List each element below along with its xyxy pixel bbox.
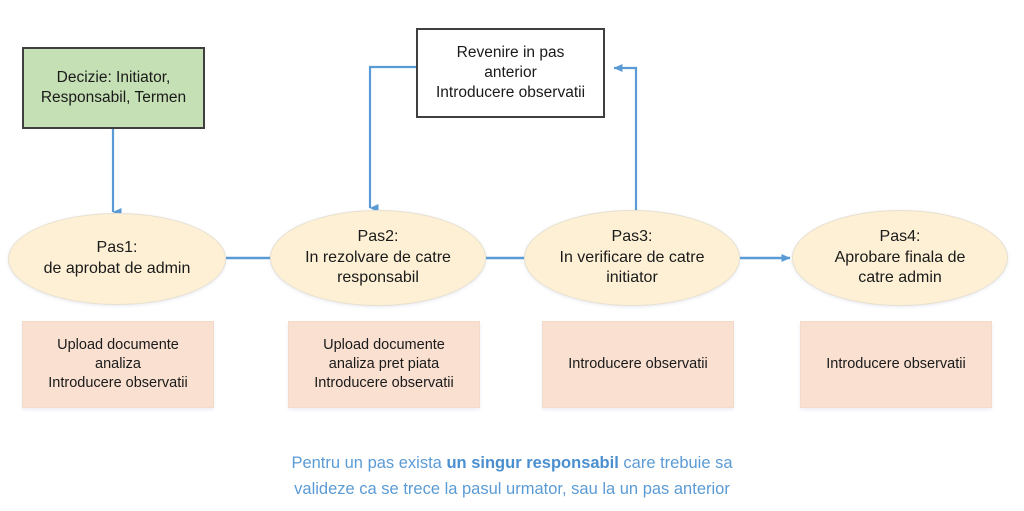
step-node-pas3[interactable]: Pas3: In verificare de catre initiator (524, 210, 740, 306)
step-node-pas4[interactable]: Pas4: Aprobare finala de catre admin (792, 210, 1008, 306)
caption-line-1-bold: un singur responsabil (446, 454, 619, 472)
step-label-pas4: Pas4: Aprobare finala de catre admin (834, 227, 966, 287)
caption-line-1: Pentru un pas exista un singur responsab… (0, 450, 1024, 476)
action-label-pas1: Upload documente analiza Introducere obs… (48, 337, 188, 391)
action-node-pas1[interactable]: Upload documente analiza Introducere obs… (22, 321, 214, 408)
step-node-pas1[interactable]: Pas1: de aprobat de admin (8, 213, 226, 305)
action-node-pas2[interactable]: Upload documente analiza pret piata Intr… (288, 321, 480, 408)
caption-line-1-after: care trebuie sa (618, 454, 733, 472)
step-label-pas3: Pas3: In verificare de catre initiator (559, 227, 705, 287)
step-label-pas1: Pas1: de aprobat de admin (43, 239, 191, 277)
return-box-label: Revenire in pas anterior Introducere obs… (435, 43, 586, 102)
caption-line-1-before: Pentru un pas exista (291, 454, 447, 472)
action-label-pas2: Upload documente analiza pret piata Intr… (314, 337, 454, 391)
action-node-pas4[interactable]: Introducere observatii (800, 321, 992, 408)
connector-return-box-to-pas2 (368, 65, 418, 212)
return-to-previous-step-node[interactable]: Revenire in pas anterior Introducere obs… (416, 28, 605, 118)
decision-label: Decizie: Initiator, Responsabil, Termen (40, 68, 187, 106)
decision-node[interactable]: Decizie: Initiator, Responsabil, Termen (22, 47, 205, 129)
action-label-pas3: Introducere observatii (568, 356, 708, 373)
action-node-pas3[interactable]: Introducere observatii (542, 321, 734, 408)
caption: Pentru un pas exista un singur responsab… (0, 450, 1024, 503)
step-label-pas2: Pas2: In rezolvare de catre responsabil (305, 227, 451, 287)
step-node-pas2[interactable]: Pas2: In rezolvare de catre responsabil (270, 210, 486, 306)
connector-pas3-to-return-box (613, 64, 638, 218)
caption-line-2: valideze ca se trece la pasul urmator, s… (294, 480, 730, 499)
action-label-pas4: Introducere observatii (826, 356, 966, 373)
